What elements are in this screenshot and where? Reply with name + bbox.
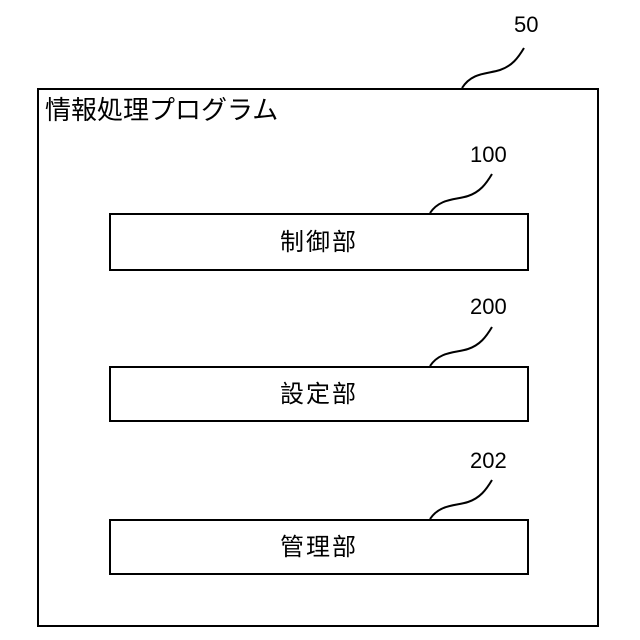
outer-ref-number: 50	[514, 14, 538, 36]
module-label-control: 制御部	[280, 228, 358, 256]
module-box-management: 管理部	[109, 519, 529, 575]
program-title: 情報処理プログラム	[45, 96, 278, 126]
module-box-control: 制御部	[109, 213, 529, 271]
module-label-management: 管理部	[280, 533, 358, 561]
module-box-setting: 設定部	[109, 366, 529, 422]
module-label-setting: 設定部	[280, 380, 358, 408]
leader-line-outer	[462, 48, 524, 88]
